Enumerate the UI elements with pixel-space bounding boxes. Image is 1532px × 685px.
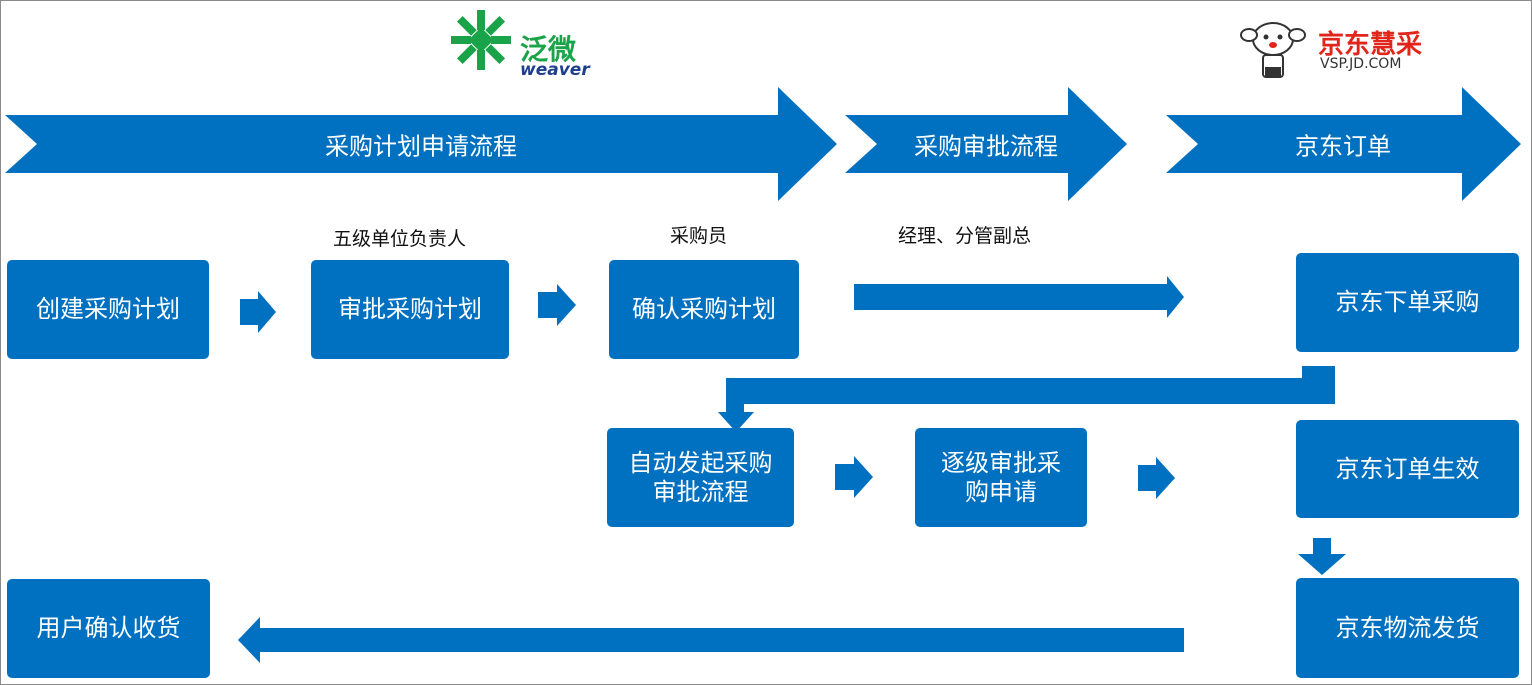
arrow-level-to-effective bbox=[1138, 457, 1175, 499]
phase-banner-plan-arrow bbox=[5, 87, 837, 201]
arrow-confirm-to-jd-order bbox=[854, 276, 1184, 318]
role-label-unit-head: 五级单位负责人 bbox=[333, 228, 467, 250]
phase-label-approval: 采购审批流程 bbox=[914, 132, 1058, 161]
weaver-logo-en: weaver bbox=[520, 60, 590, 80]
arrow-auto-to-level bbox=[835, 456, 873, 498]
step-jd-shipping: 京东物流发货 bbox=[1296, 578, 1519, 678]
role-label-buyer: 采购员 bbox=[670, 225, 728, 247]
weaver-pinwheel-icon bbox=[451, 10, 511, 70]
arrow-jd-order-to-auto-launch bbox=[718, 366, 1335, 432]
phase-label-jd: 京东订单 bbox=[1295, 132, 1391, 161]
phase-banner-jd-arrow bbox=[1166, 87, 1521, 201]
arrow-approve-to-confirm bbox=[538, 284, 576, 326]
weaver-logo-cn: 泛微 bbox=[520, 33, 577, 66]
jd-logo-en: VSP.JD.COM bbox=[1320, 56, 1402, 72]
phase-banner-approval-arrow bbox=[845, 87, 1127, 201]
arrow-create-to-approve bbox=[240, 291, 276, 333]
step-confirm-plan: 确认采购计划 bbox=[609, 260, 799, 359]
jd-logo-cn: 京东慧采 bbox=[1318, 30, 1423, 60]
phase-label-plan: 采购计划申请流程 bbox=[325, 132, 517, 161]
step-user-confirm: 用户确认收货 bbox=[7, 579, 210, 678]
arrow-shipping-to-user-confirm bbox=[238, 617, 1184, 663]
jd-mascot-icon bbox=[1240, 22, 1306, 78]
step-jd-order: 京东下单采购 bbox=[1296, 253, 1519, 352]
arrow-effective-to-shipping bbox=[1298, 538, 1346, 575]
step-create-plan: 创建采购计划 bbox=[7, 260, 209, 359]
step-jd-effective: 京东订单生效 bbox=[1296, 420, 1519, 518]
step-level-approval: 逐级审批采 购申请 bbox=[915, 428, 1087, 527]
step-auto-launch: 自动发起采购 审批流程 bbox=[607, 428, 794, 527]
step-approve-plan: 审批采购计划 bbox=[311, 260, 509, 359]
role-label-manager: 经理、分管副总 bbox=[898, 225, 1032, 247]
